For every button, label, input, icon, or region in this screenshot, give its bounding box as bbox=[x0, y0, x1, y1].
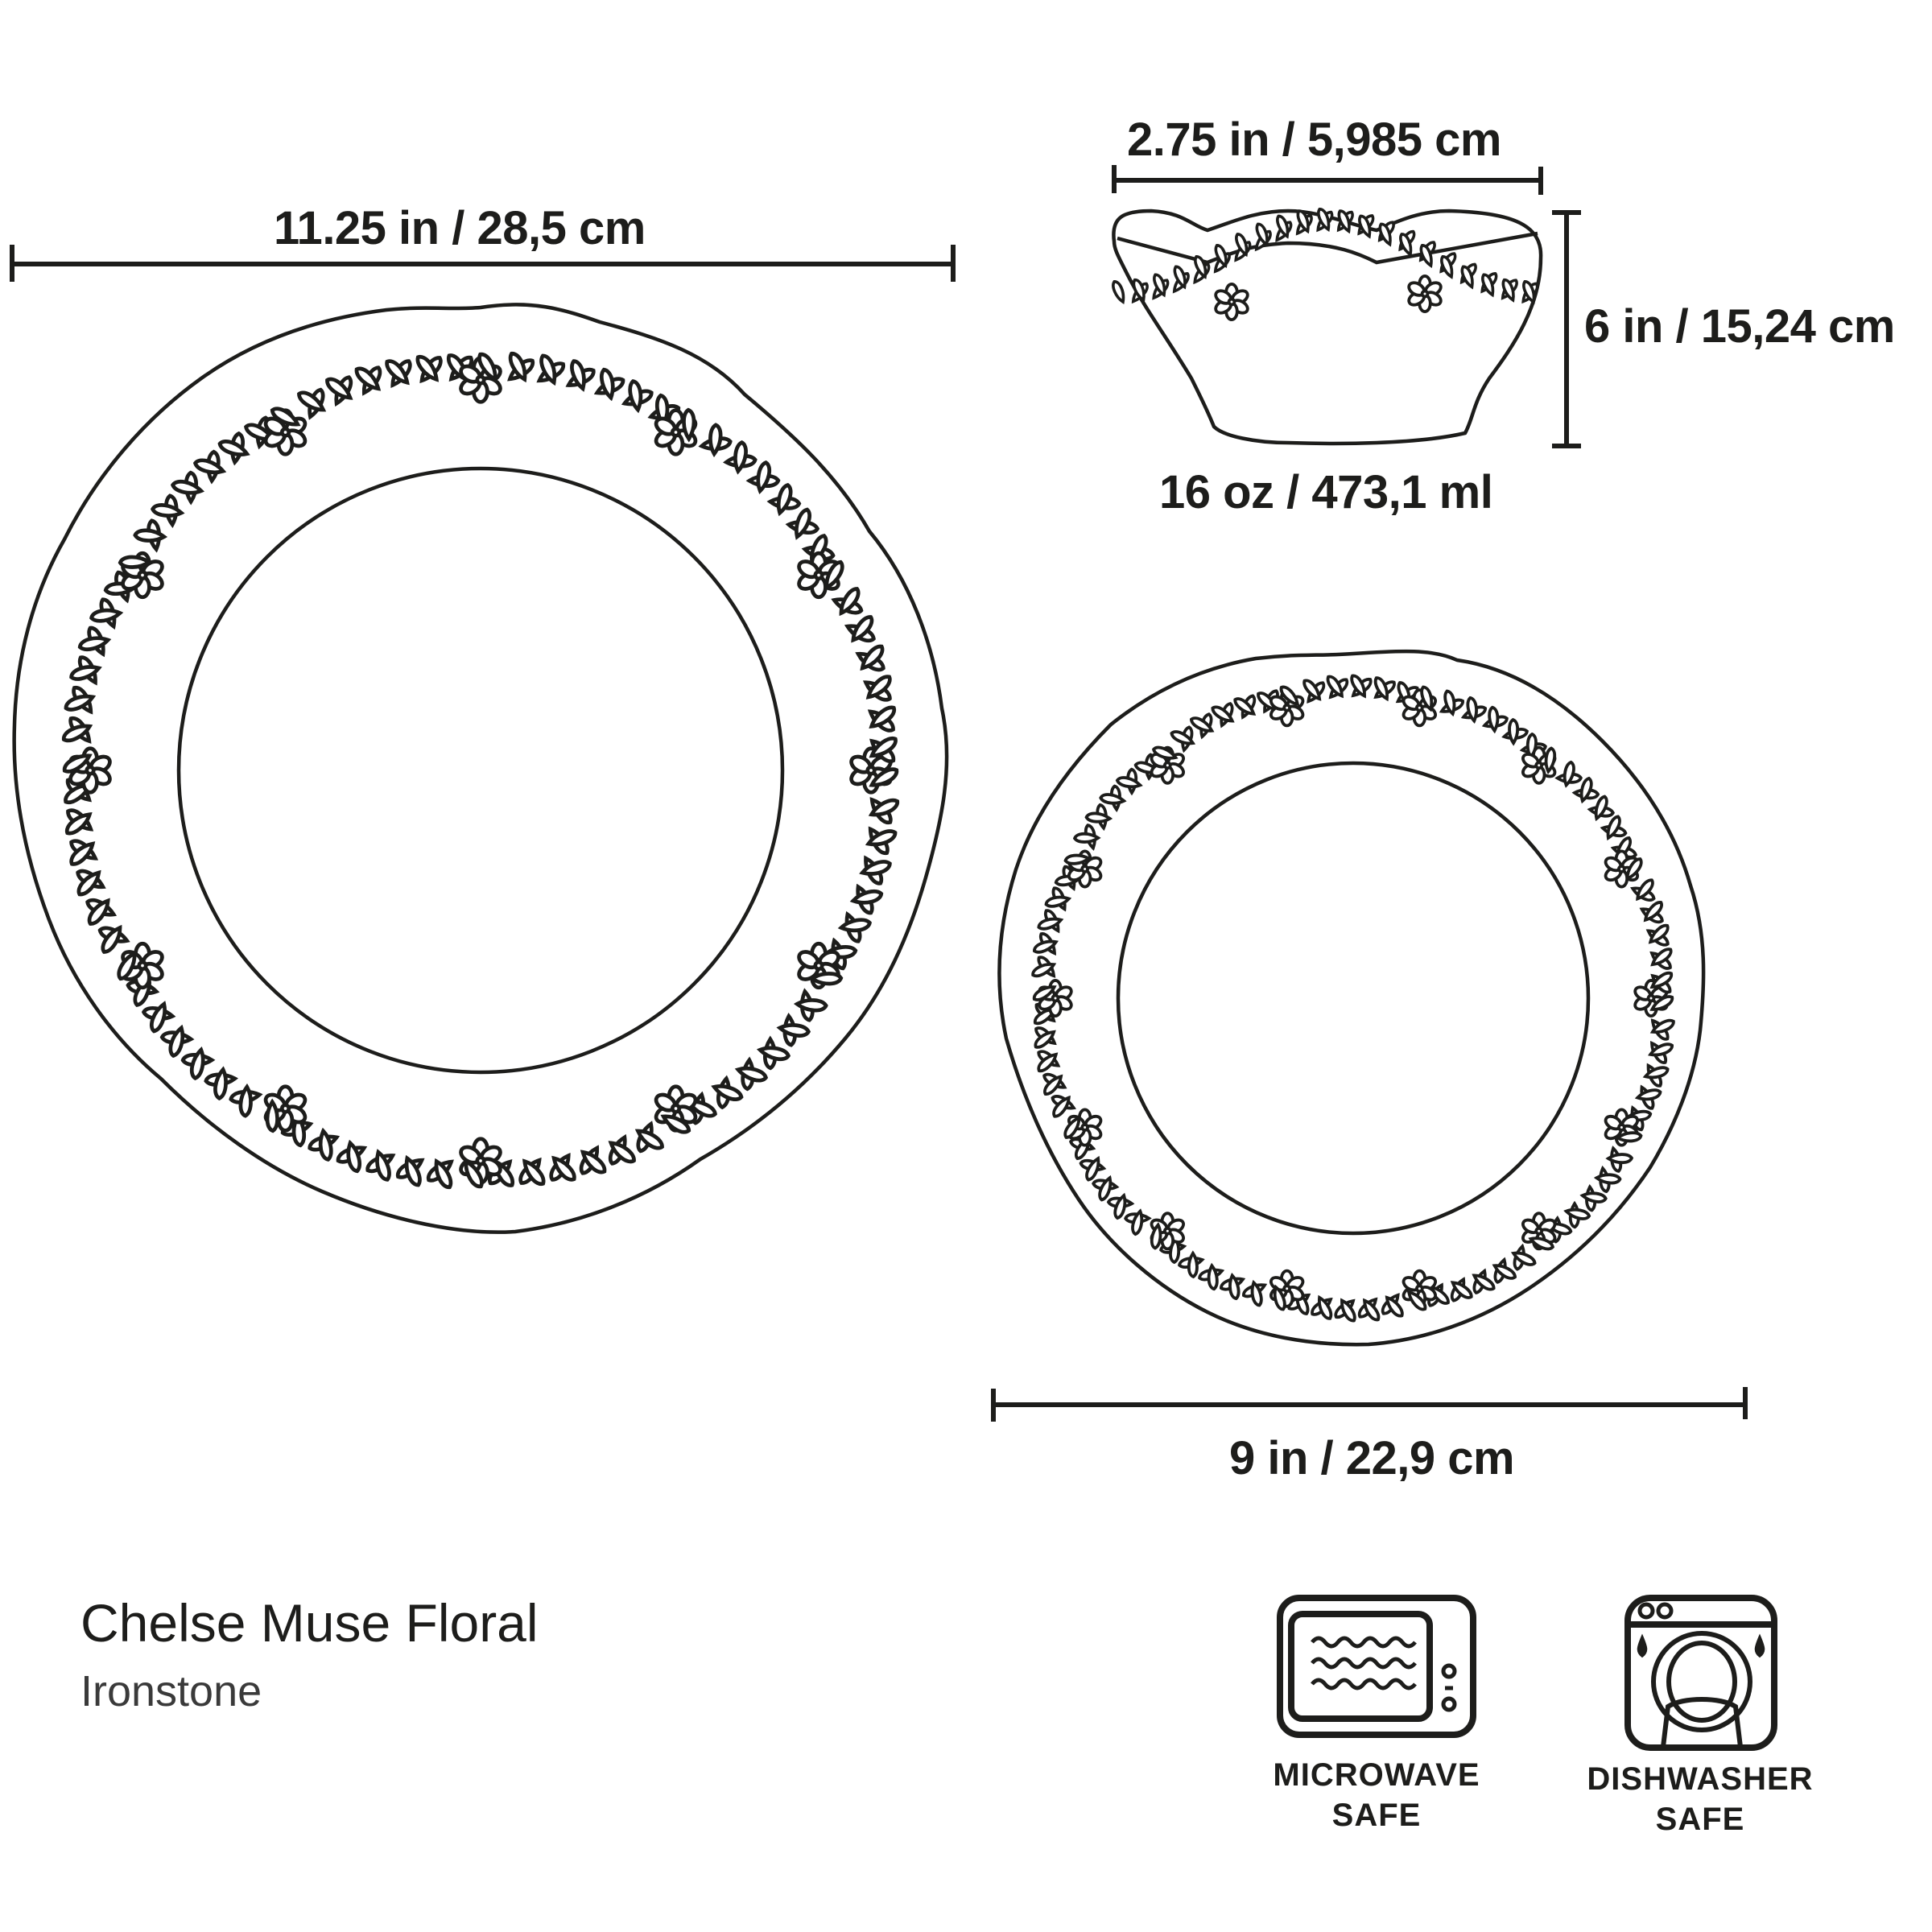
bowl-height-label: 6 in / 15,24 cm bbox=[1584, 300, 1895, 353]
dinner-plate-illustration bbox=[12, 303, 949, 1234]
bowl-width-label: 2.75 in / 5,985 cm bbox=[1127, 114, 1501, 166]
dishwasher-safe-line2: SAFE bbox=[1655, 1802, 1745, 1837]
microwave-safe-line2: SAFE bbox=[1331, 1798, 1422, 1833]
dinner-plate-width-label: 11.25 in / 28,5 cm bbox=[274, 202, 646, 254]
salad-plate-width-label: 9 in / 22,9 cm bbox=[1229, 1432, 1515, 1484]
bowl-illustration bbox=[1112, 208, 1543, 446]
microwave-icon bbox=[1277, 1595, 1476, 1738]
dishwasher-safe-badge: DISHWASHER SAFE bbox=[1579, 1759, 1821, 1839]
salad-plate-illustration bbox=[997, 649, 1706, 1347]
dinner-plate-dimension-line bbox=[10, 245, 956, 282]
microwave-safe-badge: MICROWAVE SAFE bbox=[1256, 1755, 1497, 1835]
product-material: Ironstone bbox=[80, 1667, 262, 1715]
microwave-safe-line1: MICROWAVE bbox=[1273, 1757, 1480, 1793]
dishwasher-icon bbox=[1624, 1595, 1777, 1751]
product-name: Chelse Muse Floral bbox=[80, 1593, 539, 1653]
bowl-capacity-label: 16 oz / 473,1 ml bbox=[1159, 466, 1493, 518]
bowl-width-dimension-line bbox=[1112, 165, 1543, 195]
salad-plate-dimension-line bbox=[991, 1387, 1748, 1422]
dishwasher-safe-line1: DISHWASHER bbox=[1587, 1761, 1814, 1797]
bowl-height-dimension-line bbox=[1552, 210, 1581, 448]
